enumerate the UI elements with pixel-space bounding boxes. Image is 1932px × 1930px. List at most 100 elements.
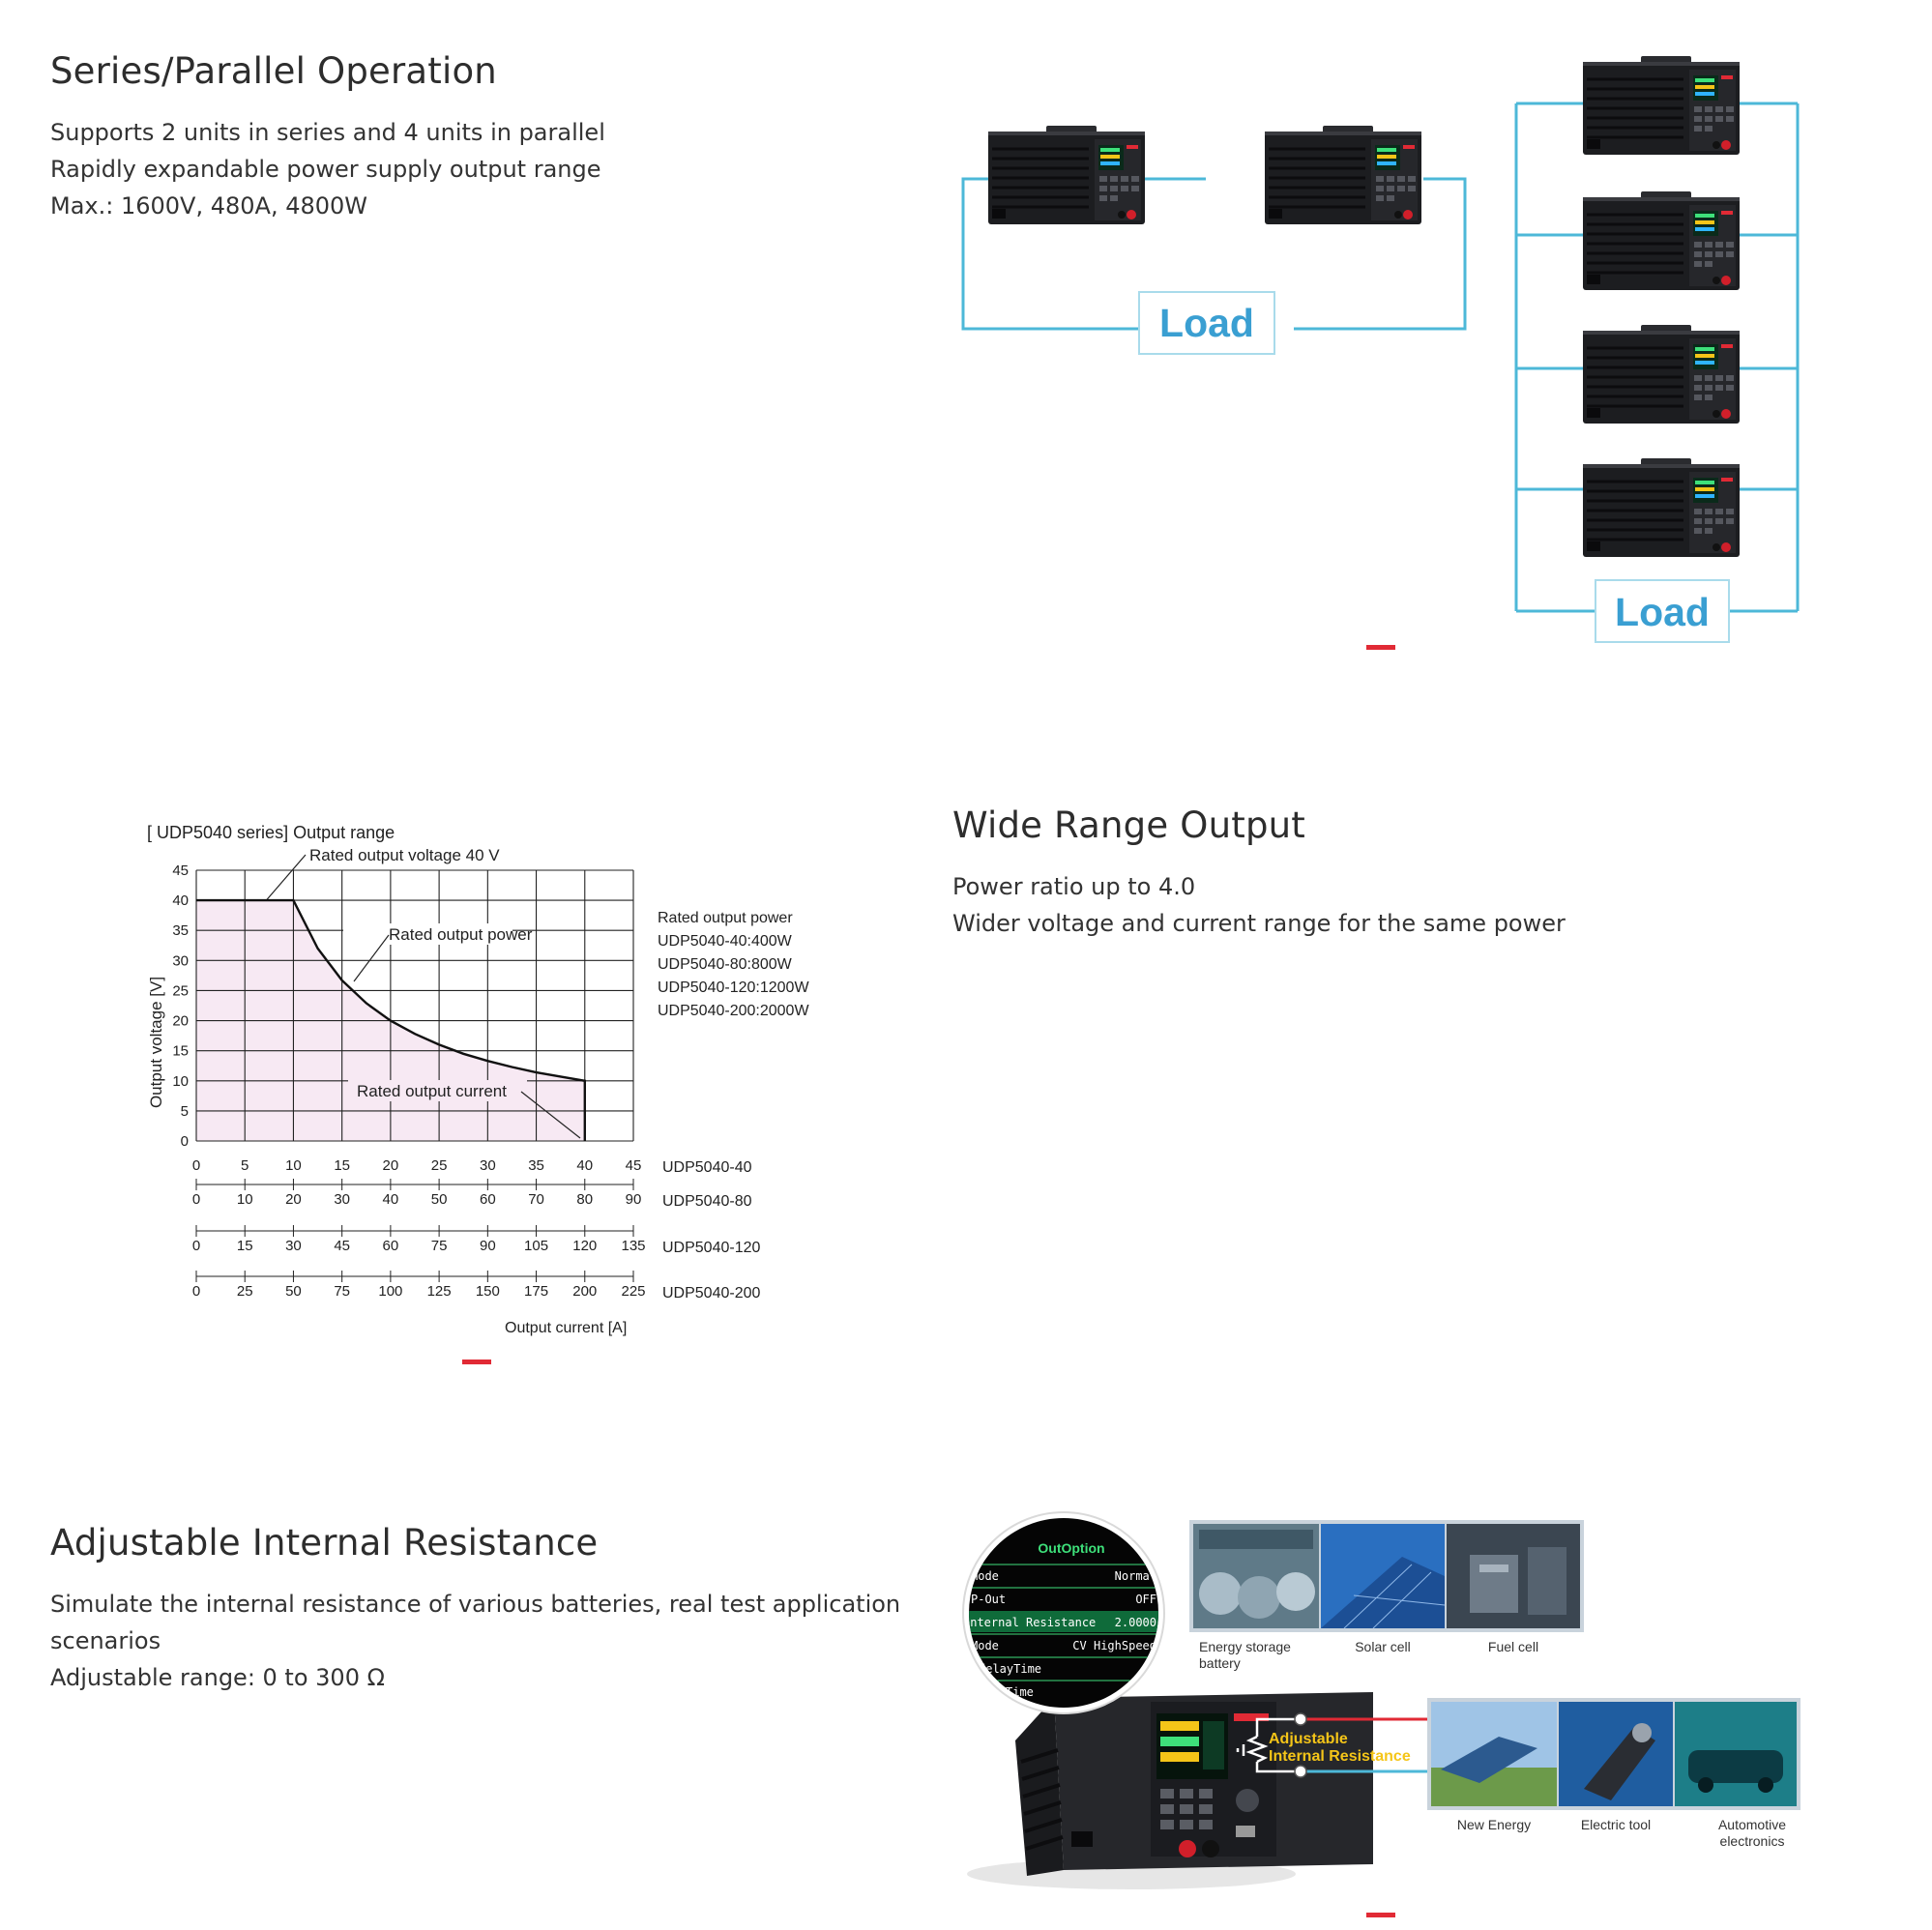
screen-row-label-1: Mode: [971, 1569, 999, 1583]
y-tick-45: 45: [172, 863, 189, 879]
x-tick-UDP5040-120-105: 105: [524, 1238, 548, 1254]
x-tick-UDP5040-120-90: 90: [480, 1238, 496, 1254]
y-tick-40: 40: [172, 892, 189, 909]
parallel-power-supply-4: [1581, 456, 1742, 559]
x-tick-UDP5040-40-30: 30: [480, 1157, 496, 1174]
legend-entry-udp5040-40: UDP5040-40:400W: [658, 933, 793, 950]
application-tiles-bottom: [1427, 1698, 1800, 1810]
series-power-supply-2: [1263, 124, 1423, 226]
electric-tool-tile: [1559, 1702, 1673, 1806]
x-tick-UDP5040-40-40: 40: [576, 1157, 593, 1174]
application-labels-top: Energy storage battery Solar cell Fuel c…: [1199, 1639, 1538, 1671]
x-tick-UDP5040-200-200: 200: [572, 1283, 597, 1300]
rated-current-pointer: [520, 1091, 581, 1139]
legend-entry-udp5040-120: UDP5040-120:1200W: [658, 980, 809, 996]
series-load-label: Load: [1159, 301, 1254, 345]
resistor-symbol: [1236, 1717, 1301, 1773]
chart-divider-dash: [462, 1360, 491, 1364]
energy-storage-label-line-1: Energy storage: [1199, 1639, 1291, 1654]
series-parallel-description: Supports 2 units in series and 4 units i…: [50, 114, 605, 224]
x-tick-UDP5040-40-5: 5: [241, 1157, 249, 1174]
fuel-cell-tile: [1447, 1524, 1580, 1628]
x-tick-UDP5040-200-0: 0: [192, 1283, 200, 1300]
x-tick-UDP5040-120-45: 45: [334, 1238, 350, 1254]
x-axis-name-UDP5040-80: UDP5040-80: [662, 1193, 752, 1210]
solar-cell-tile: [1321, 1524, 1446, 1629]
energy-storage-label-line-2: battery: [1199, 1655, 1241, 1671]
x-tick-UDP5040-120-60: 60: [383, 1238, 399, 1254]
y-tick-10: 10: [172, 1073, 189, 1090]
x-tick-UDP5040-80-90: 90: [626, 1191, 642, 1208]
x-tick-UDP5040-40-35: 35: [528, 1157, 544, 1174]
x-tick-UDP5040-120-120: 120: [572, 1238, 597, 1254]
internal-resistance-line-3: Adjustable range: 0 to 300 Ω: [50, 1664, 385, 1691]
x-tick-UDP5040-120-75: 75: [431, 1238, 448, 1254]
rated-voltage-annotation: Rated output voltage 40 V: [309, 846, 500, 864]
section-divider-dash: [1366, 645, 1395, 650]
electric-tool-label: Electric tool: [1581, 1817, 1651, 1832]
screen-row-value-2: OFF: [1135, 1593, 1156, 1606]
y-tick-15: 15: [172, 1043, 189, 1060]
x-tick-UDP5040-80-70: 70: [528, 1191, 544, 1208]
series-parallel-line-2: Rapidly expandable power supply output r…: [50, 156, 601, 183]
badge-line-2: Internal Resistance: [1269, 1748, 1411, 1765]
application-tiles-top: [1189, 1520, 1584, 1632]
x-tick-UDP5040-200-225: 225: [621, 1283, 645, 1300]
screen-row-label-2: P-Out: [971, 1593, 1006, 1606]
automotive-label-line-1: Automotive: [1718, 1817, 1786, 1832]
output-range-chart: [ UDP5040 series] Output range Rated out…: [147, 823, 809, 1336]
automotive-electronics-tile: [1675, 1702, 1797, 1806]
legend-entry-udp5040-80: UDP5040-80:800W: [658, 956, 793, 973]
series-load-box: [1138, 291, 1275, 355]
series-power-supply-1: [986, 124, 1147, 226]
new-energy-label: New Energy: [1457, 1817, 1531, 1832]
rated-power-annotation: Rated output power: [389, 925, 533, 944]
screen-row-value-4: CV HighSpeed: [1072, 1639, 1156, 1652]
screen-row-label-5: delayTime: [979, 1662, 1041, 1676]
automotive-label-line-2: electronics: [1720, 1833, 1785, 1849]
legend-entry-udp5040-200: UDP5040-200:2000W: [658, 1003, 809, 1019]
y-tick-25: 25: [172, 982, 189, 999]
x-tick-UDP5040-120-0: 0: [192, 1238, 200, 1254]
parallel-load-box: [1595, 579, 1730, 643]
screen-row-label-4: Mode: [971, 1639, 999, 1652]
wide-range-line-1: Power ratio up to 4.0: [952, 873, 1196, 900]
x-tick-UDP5040-40-15: 15: [334, 1157, 350, 1174]
energy-storage-battery-tile: [1193, 1524, 1319, 1628]
rated-current-annotation: Rated output current: [357, 1082, 507, 1100]
internal-resistance-line-2: scenarios: [50, 1627, 161, 1654]
x-tick-UDP5040-80-30: 30: [334, 1191, 350, 1208]
x-tick-UDP5040-40-10: 10: [285, 1157, 302, 1174]
internal-resistance-title: Adjustable Internal Resistance: [50, 1522, 599, 1564]
output-wiring: [1301, 1717, 1427, 1773]
x-axis-name-UDP5040-120: UDP5040-120: [662, 1240, 761, 1256]
parallel-power-supply-3: [1581, 323, 1742, 425]
screen-row-value-3: 2.0000: [1115, 1616, 1156, 1629]
x-axis-name-UDP5040-40: UDP5040-40: [662, 1159, 752, 1176]
wide-range-line-2: Wider voltage and current range for the …: [952, 910, 1566, 937]
output-terminal-positive: [1294, 1712, 1307, 1726]
bottom-divider-dash: [1366, 1913, 1395, 1917]
x-tick-UDP5040-200-150: 150: [476, 1283, 500, 1300]
wide-range-description: Power ratio up to 4.0 Wider voltage and …: [952, 868, 1566, 942]
badge-line-1: Adjustable: [1269, 1731, 1348, 1747]
x-tick-UDP5040-80-40: 40: [383, 1191, 399, 1208]
y-tick-35: 35: [172, 922, 189, 939]
x-tick-UDP5040-80-20: 20: [285, 1191, 302, 1208]
y-tick-30: 30: [172, 952, 189, 969]
x-axis-name-UDP5040-200: UDP5040-200: [662, 1285, 761, 1301]
screen-row-label-3: Internal Resistance: [963, 1616, 1096, 1629]
x-tick-UDP5040-120-15: 15: [237, 1238, 253, 1254]
new-energy-tile: [1431, 1702, 1557, 1806]
output-range-curve: [196, 898, 586, 1141]
application-labels-bottom: New Energy Electric tool Automotive elec…: [1457, 1817, 1786, 1849]
series-parallel-line-3: Max.: 1600V, 480A, 4800W: [50, 192, 368, 219]
x-tick-UDP5040-200-25: 25: [237, 1283, 253, 1300]
x-tick-UDP5040-120-30: 30: [285, 1238, 302, 1254]
x-tick-UDP5040-120-135: 135: [621, 1238, 645, 1254]
x-tick-UDP5040-200-75: 75: [334, 1283, 350, 1300]
series-parallel-line-1: Supports 2 units in series and 4 units i…: [50, 119, 605, 146]
output-terminal-negative: [1294, 1765, 1307, 1778]
